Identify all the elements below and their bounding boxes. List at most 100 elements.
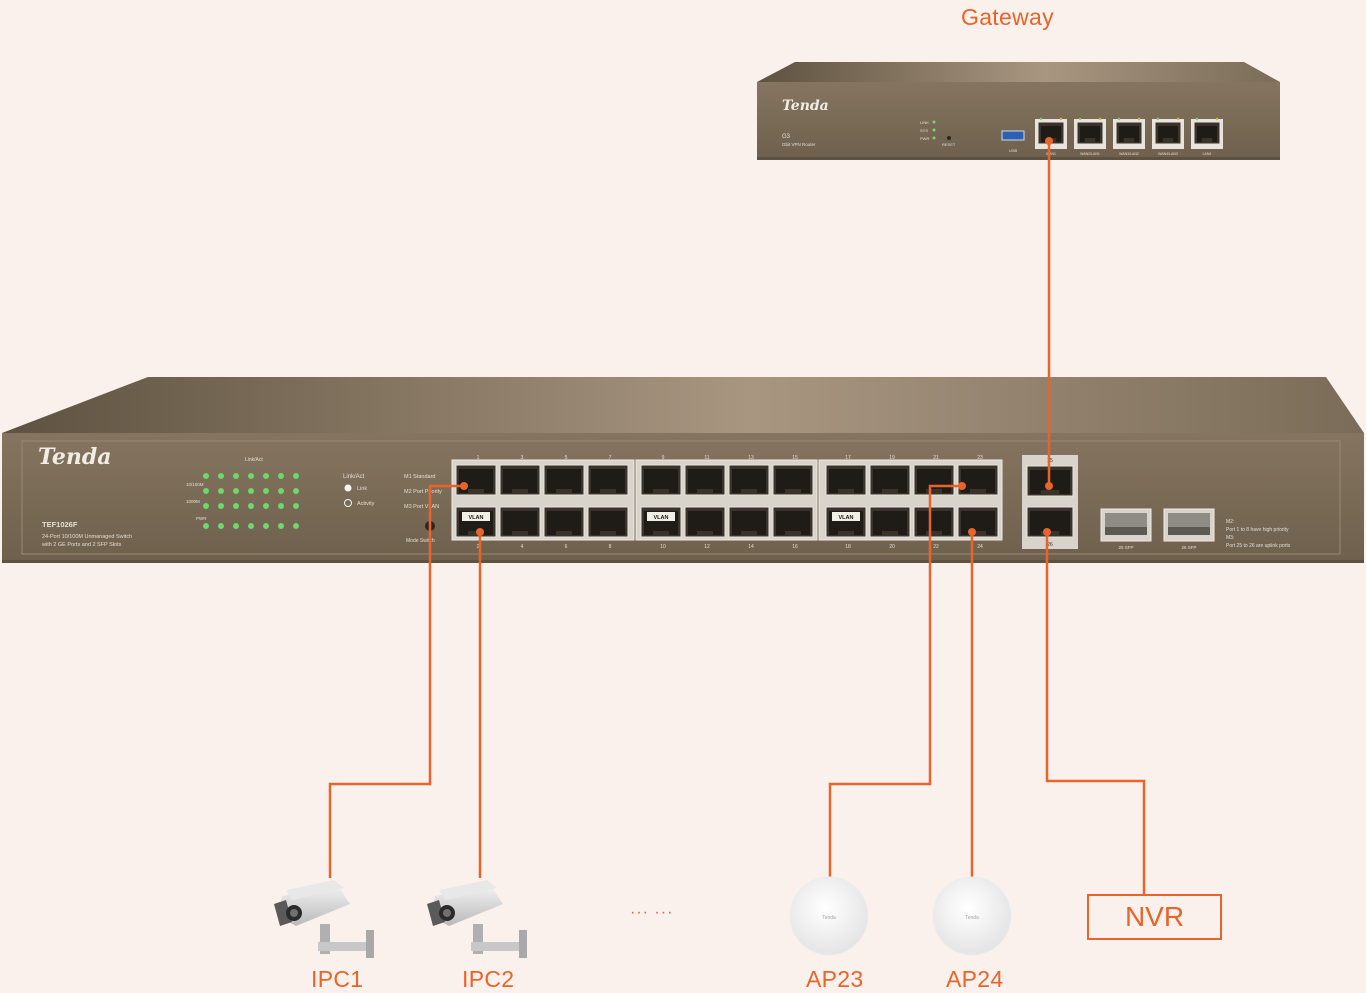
switch-led-icon bbox=[218, 488, 224, 494]
port-number: 8 bbox=[609, 544, 612, 550]
switch-desc-line1: 24-Port 10/100M Unmanaged Switch bbox=[42, 534, 132, 540]
switch-port bbox=[499, 506, 541, 538]
link-led-icon bbox=[344, 484, 352, 492]
router-led-icon bbox=[932, 120, 936, 124]
ap23-label: AP23 bbox=[806, 966, 864, 992]
port-number: 1 bbox=[477, 455, 480, 461]
note-4: Port 25 to 26 are uplink ports bbox=[1226, 543, 1291, 549]
router-led-icon bbox=[932, 128, 936, 132]
port-number: 9 bbox=[662, 455, 665, 461]
switch-led-icon bbox=[233, 488, 239, 494]
router-port bbox=[1037, 121, 1065, 145]
router-port bbox=[1076, 121, 1104, 145]
sfp-slot-icon bbox=[1105, 513, 1147, 527]
router-led-label: LINK bbox=[920, 120, 929, 125]
switch-port bbox=[499, 464, 541, 496]
switch-port bbox=[455, 464, 497, 496]
switch-port bbox=[684, 506, 726, 538]
ap24-label: AP24 bbox=[946, 966, 1004, 992]
switch-led-icon bbox=[218, 523, 224, 529]
router-port-led-icon bbox=[1117, 117, 1121, 121]
ap23-brand: Tenda bbox=[822, 915, 836, 921]
router-port-label: WAN4/LAN3 bbox=[1158, 152, 1178, 156]
switch-port bbox=[957, 506, 999, 538]
vlan-tag bbox=[647, 512, 675, 521]
switch: Tenda TEF1026F 24-Port 10/100M Unmanaged… bbox=[2, 377, 1364, 563]
port-number: 13 bbox=[748, 455, 754, 461]
switch-port bbox=[825, 464, 867, 496]
cables bbox=[328, 141, 1146, 894]
sfp-label: 25 SFP bbox=[1118, 545, 1133, 550]
router-model: G3 bbox=[782, 134, 791, 140]
switch-port bbox=[640, 506, 682, 538]
switch-led-icon bbox=[248, 503, 254, 509]
more-devices-ellipsis: ··· ··· bbox=[630, 904, 674, 921]
note-1: M2: bbox=[1226, 519, 1234, 525]
port-number: 15 bbox=[792, 455, 798, 461]
switch-led-icon bbox=[218, 503, 224, 509]
switch-led-icon bbox=[293, 523, 299, 529]
router-port-label: WAN1 bbox=[1046, 152, 1056, 156]
switch-led-icon bbox=[278, 503, 284, 509]
switch-led-icon bbox=[233, 503, 239, 509]
switch-port bbox=[728, 464, 770, 496]
router-port-led-icon bbox=[1156, 117, 1160, 121]
vlan-tag-label: VLAN bbox=[469, 515, 484, 521]
router-port-label: WAN2/LAN1 bbox=[1080, 152, 1100, 156]
router-port bbox=[1115, 121, 1143, 145]
switch-port bbox=[728, 506, 770, 538]
router-port bbox=[1154, 121, 1182, 145]
camera-icon bbox=[274, 880, 374, 958]
switch-led-icon bbox=[263, 503, 269, 509]
switch-led-icon bbox=[203, 488, 209, 494]
cable-nvr bbox=[1045, 532, 1146, 894]
cable-ap23 bbox=[828, 484, 962, 878]
router-port-led-icon bbox=[1059, 117, 1063, 121]
sfp-slot-inner bbox=[1105, 527, 1147, 535]
activity-led-icon bbox=[344, 499, 352, 507]
switch-port bbox=[543, 464, 585, 496]
led-row-label-2: 1000M bbox=[186, 499, 200, 504]
router-led-label: PWR bbox=[920, 136, 929, 141]
switch-led-icon bbox=[248, 523, 254, 529]
camera-icon bbox=[427, 880, 527, 958]
legend-activity: Activity bbox=[357, 501, 375, 507]
router-port-led-icon bbox=[1098, 117, 1102, 121]
ipc1-label: IPC1 bbox=[311, 966, 364, 992]
port-number: 7 bbox=[609, 455, 612, 461]
port-number: 5 bbox=[565, 455, 568, 461]
gateway-label: Gateway bbox=[961, 4, 1054, 30]
mode-switch-label: Mode Switch bbox=[406, 538, 435, 544]
switch-led-icon bbox=[233, 523, 239, 529]
port-number: 6 bbox=[565, 544, 568, 550]
led-row-label-3: PWR bbox=[196, 516, 207, 521]
switch-led-grid bbox=[203, 473, 299, 529]
port-number: 2 bbox=[477, 544, 480, 550]
port-number: 24 bbox=[977, 544, 983, 550]
sfp-slot-icon bbox=[1168, 513, 1210, 527]
router-port-label: LAN4 bbox=[1203, 152, 1212, 156]
switch-led-icon bbox=[203, 523, 209, 529]
led-row-label-1: 10/100M bbox=[186, 482, 204, 487]
switch-led-icon bbox=[218, 473, 224, 479]
mode-2: M2 Port Priority bbox=[404, 489, 442, 495]
reset-button-icon bbox=[947, 136, 951, 140]
legend-link: Link bbox=[357, 486, 367, 492]
router-brand: Tenda bbox=[782, 98, 829, 114]
switch-port bbox=[913, 506, 955, 538]
cable-ipc1 bbox=[328, 484, 464, 878]
nvr-box: NVR bbox=[1087, 894, 1222, 940]
router-port-led-icon bbox=[1215, 117, 1219, 121]
switch-port bbox=[913, 464, 955, 496]
switch-port bbox=[772, 464, 814, 496]
led-header: Link/Act bbox=[245, 457, 263, 463]
router-port-led-icon bbox=[1195, 117, 1199, 121]
switch-port bbox=[772, 506, 814, 538]
vlan-tag-label: VLAN bbox=[654, 515, 669, 521]
switch-port bbox=[957, 464, 999, 496]
router-port-led-icon bbox=[1078, 117, 1082, 121]
sfp-label: 26 SFP bbox=[1181, 545, 1196, 550]
legend-title: Link/Act bbox=[343, 474, 365, 480]
